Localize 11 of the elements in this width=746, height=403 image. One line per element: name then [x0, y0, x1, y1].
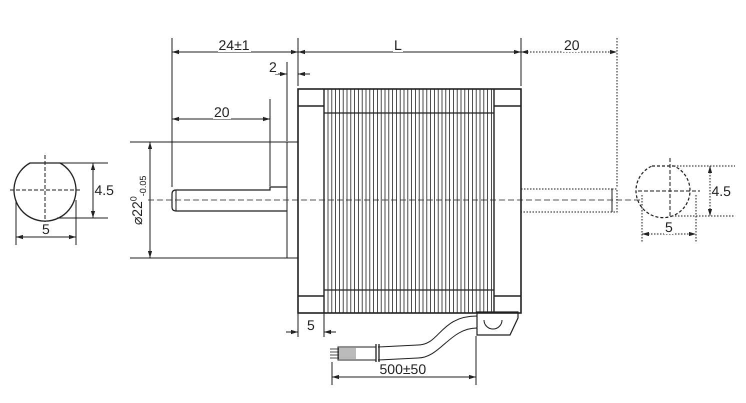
- dimension-label: 2: [268, 60, 278, 74]
- dimension-label: L: [393, 38, 403, 52]
- dimension-label: 5: [41, 222, 51, 236]
- dimension-label: 5: [306, 318, 316, 332]
- dimension-label: 4.5: [94, 183, 115, 197]
- dimension-label: 24±1: [218, 38, 251, 52]
- dimension-label: 4.5: [710, 184, 732, 198]
- dimension-label: 5: [664, 220, 674, 234]
- dimension-label: 500±50: [378, 362, 428, 376]
- dimension-label: 20: [213, 105, 231, 119]
- dimension-label: 20: [563, 38, 581, 52]
